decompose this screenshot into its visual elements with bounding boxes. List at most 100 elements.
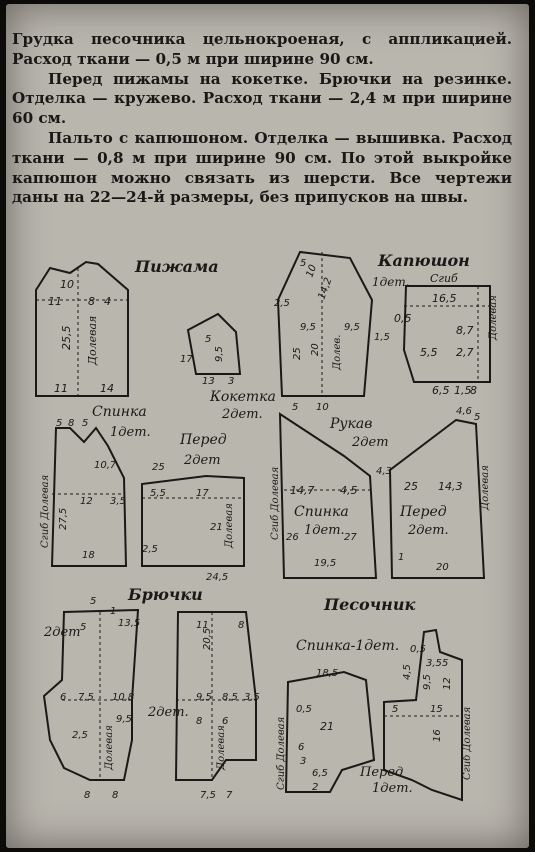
dim-7-5-pants-right: 7,5 (200, 790, 216, 801)
pants-left-grain: Долевая (104, 725, 115, 771)
dim-25-coat-front: 25 (404, 480, 418, 493)
coat-back-pattern: Рукав 2дет 14,7 4,5 Спинка 1дет. 4,3 26 … (270, 412, 392, 579)
pajama-back-pattern: Спинка 1дет. 5 8 5 10,7 12 3,5 27,5 Сгиб… (40, 404, 151, 567)
dim-5-coat-front: 5 (474, 412, 480, 423)
hood-guides (404, 286, 490, 382)
yoke-outline (186, 312, 242, 375)
dim-5-pants-left: 5 (90, 596, 96, 607)
dim-3-5-pants-right: 3,5 (244, 692, 260, 703)
dim-0-5-romper-front: 0,5 (410, 644, 426, 655)
coat-back-label: Спинка (294, 504, 349, 520)
pants-right-guides (176, 612, 256, 780)
dim-10-bottom-sleeve: 10 (316, 402, 329, 413)
dim-8-5-pants-right: 8,5 (222, 692, 238, 703)
grain-label: Долевая (86, 316, 99, 366)
dim-5-yoke: 5 (205, 334, 211, 345)
dim-5-pants-left-2: 5 (80, 622, 86, 633)
dim-8-pants-left: 8 (84, 790, 90, 801)
dim-2-7-hood: 2,7 (456, 346, 474, 359)
hood-grain-label: Долевая (488, 295, 499, 341)
paragraph-pajama: Перед пижамы на кокетке. Брючки на резин… (12, 69, 512, 128)
dim-20-coat-front: 20 (436, 562, 449, 573)
pants-title: Брючки (127, 585, 203, 604)
dim-11-pants-right: 11 (196, 620, 209, 631)
dim-9-5-pants-left: 9,5 (116, 714, 132, 725)
sleeve-label: Рукав (329, 416, 372, 432)
dim-2-5-front: 2,5 (142, 544, 158, 555)
pants-right-grain: Долевая (216, 725, 227, 771)
romper-title: Песочник (323, 595, 415, 614)
romper-back-fold-grain: Сгиб Долевая (276, 717, 287, 790)
dim-20-5-pants-right: 20,5 (202, 628, 213, 650)
coat-front-count: 2дет. (407, 523, 449, 538)
dim-5-back-2: 5 (82, 418, 88, 429)
dim-10-sleeve: 10 (304, 263, 319, 279)
dim-12-romper-front: 12 (442, 677, 453, 690)
dim-3-romper: 3 (300, 756, 306, 767)
dim-7-5-pants-left: 7,5 (78, 692, 94, 703)
pants-left-count: 2дет (43, 625, 81, 640)
dim-5-5-hood: 5,5 (420, 346, 438, 359)
dim-8-hood: 8 (470, 384, 477, 397)
dim-16-5-hood: 16,5 (432, 292, 457, 305)
dim-14-3-coat-front: 14,3 (438, 480, 463, 493)
back-outline (50, 426, 128, 567)
hood-pattern: Капюшон 1дет. Сгиб 16,5 0,5 8,7 5,5 2,7 … (372, 251, 499, 397)
dim-18-5-romper: 18,5 (316, 668, 338, 679)
dim-10-8-pants-left: 10,8 (112, 692, 134, 703)
pants-right-count: 2дет. (147, 705, 189, 720)
dim-27-coat: 27 (344, 532, 357, 543)
dim-9-5-sleeve-left: 9,5 (300, 322, 316, 333)
pants-pattern: Брючки 2дет 5 1 13,5 5 6 7,5 10,8 9,5 2,… (42, 585, 260, 801)
dim-8-pants-left-2: 8 (112, 790, 118, 801)
romper-front-outline (383, 628, 463, 802)
pants-right-outline (174, 611, 257, 781)
dim-25-5: 25,5 (60, 326, 73, 351)
dim-8-7-hood: 8,7 (456, 324, 474, 337)
dim-9-5-yoke: 9,5 (214, 346, 225, 362)
hood-title: Капюшон (377, 251, 470, 270)
dim-6-5-romper: 6,5 (312, 768, 328, 779)
hood-fold-label: Сгиб (430, 272, 458, 285)
coat-sleeve-pattern: 5 10 14,2 2,5 9,5 9,5 25 20 Долев. 1,5 1… (274, 250, 390, 413)
dim-8: 8 (88, 295, 95, 308)
dim-10: 10 (60, 278, 74, 291)
dim-4-6-coat-front: 4,6 (456, 406, 472, 417)
dim-15-romper-front: 15 (430, 704, 443, 715)
dim-9-5-romper-front: 9,5 (422, 674, 433, 690)
dim-10-7-back: 10,7 (94, 460, 117, 471)
romper-back-outline (284, 670, 376, 793)
dim-24-5-front: 24,5 (206, 572, 228, 583)
grain-short-label: Долев. (332, 335, 343, 371)
dim-8-pants-right: 8 (238, 620, 244, 631)
yoke-count: 2дет. (221, 407, 263, 422)
dim-6-pants-left: 6 (60, 692, 66, 703)
dim-3-5-back: 3,5 (110, 496, 126, 507)
dim-5-sleeve: 5 (300, 258, 306, 269)
dim-13-yoke: 13 (202, 376, 215, 387)
coat-fold-grain: Сгиб Долевая (270, 467, 281, 540)
dim-9-5-pants-right: 9,5 (196, 692, 212, 703)
dim-3-5-romper-front: 3,5 (426, 658, 442, 669)
coat-front-outline (388, 418, 486, 579)
dim-27-5-back: 27,5 (58, 508, 69, 530)
dim-4-3-coat: 4,3 (376, 466, 392, 477)
dim-5-romper-front-2: 5 (392, 704, 398, 715)
article-text: Грудка песочника цельнокроеная, с апплик… (12, 30, 512, 208)
dim-18-back: 18 (82, 550, 95, 561)
dim-7-pants-right: 7 (226, 790, 233, 801)
dim-1-5-hood: 1,5 (454, 384, 472, 397)
dim-0-5-hood: 0,5 (394, 312, 412, 325)
pajama-bodice-pattern: 10 11 8 4 25,5 Долевая 11 14 (35, 260, 129, 397)
dim-0-5-romper: 0,5 (296, 704, 312, 715)
dim-16-romper-front: 16 (432, 729, 443, 742)
dim-14-7-coat: 14,7 (290, 484, 315, 497)
front-label: Перед (179, 432, 227, 448)
pants-left-guides (62, 612, 132, 780)
pants-left-outline (42, 608, 140, 781)
magazine-page (6, 4, 529, 848)
pajama-bodice-guides (36, 268, 128, 396)
dim-1-coat-front: 1 (398, 552, 404, 563)
dim-4-5-romper-front: 4,5 (402, 664, 413, 680)
dim-5-romper-front: 5 (442, 658, 448, 669)
